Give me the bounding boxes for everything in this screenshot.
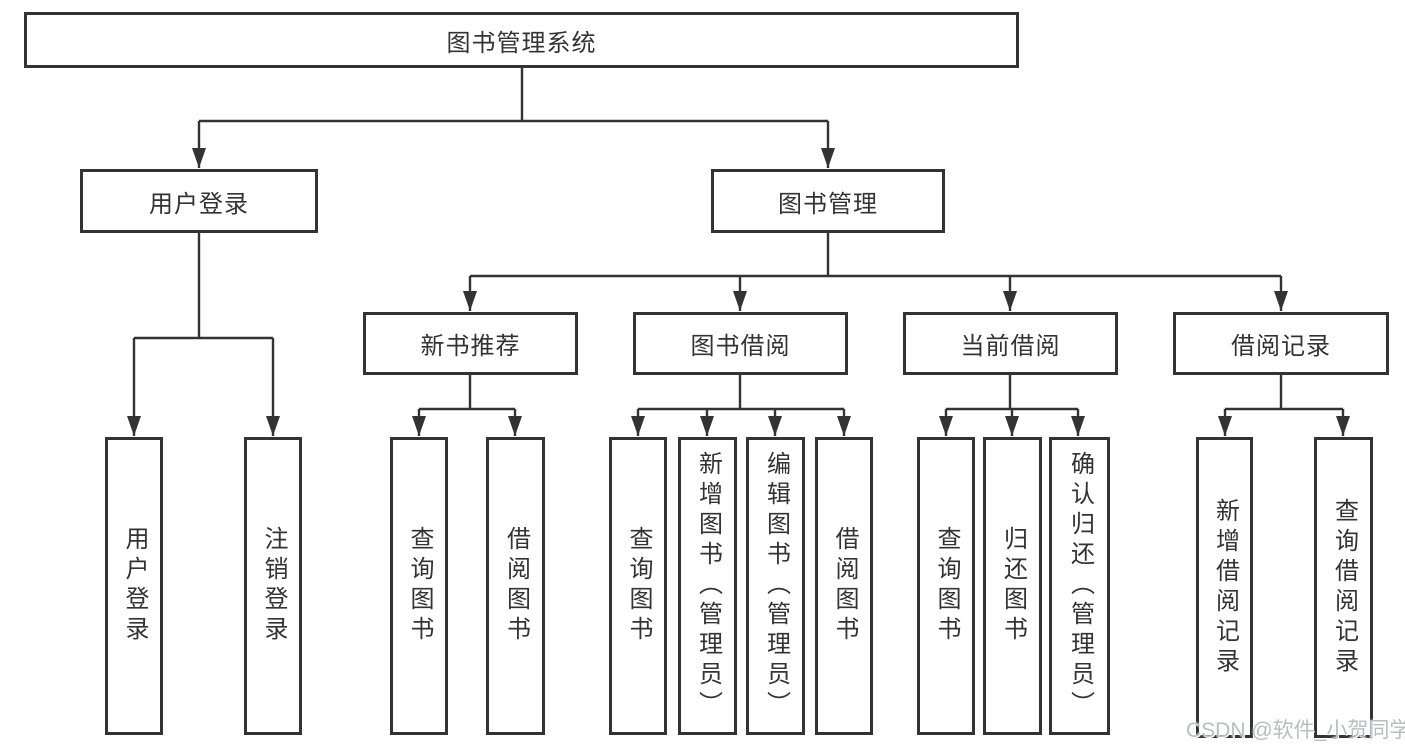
leaf-user-login: 用户登录 — [105, 437, 163, 735]
leaf-edit-books-admin-label: 编辑图书（管理员） — [762, 451, 790, 721]
node-current-borrow: 当前借阅 — [903, 312, 1118, 375]
leaf-return-books: 归还图书 — [983, 437, 1042, 735]
leaf-add-books-admin: 新增图书（管理员） — [678, 437, 737, 735]
leaf-borrow-books-recommend-label: 借阅图书 — [502, 526, 530, 646]
leaf-add-borrow-record: 新增借阅记录 — [1196, 437, 1253, 738]
leaf-query-borrow-record: 查询借阅记录 — [1314, 437, 1373, 738]
node-book-borrow-label: 图书借阅 — [690, 333, 791, 360]
leaf-query-books-borrow: 查询图书 — [609, 437, 667, 735]
node-borrow-records-label: 借阅记录 — [1231, 333, 1331, 360]
leaf-logout-login: 注销登录 — [244, 437, 302, 735]
leaf-query-borrow-record-label: 查询借阅记录 — [1330, 497, 1358, 678]
node-new-book-recommend: 新书推荐 — [363, 312, 578, 375]
leaf-borrow-books-label: 借阅图书 — [831, 526, 858, 646]
leaf-query-books-current-label: 查询图书 — [933, 526, 960, 646]
leaf-confirm-return-admin: 确认归还（管理员） — [1049, 437, 1110, 735]
leaf-query-books-borrow-label: 查询图书 — [625, 526, 652, 646]
leaf-confirm-return-admin-label: 确认归还（管理员） — [1066, 451, 1094, 721]
node-current-borrow-label: 当前借阅 — [960, 333, 1061, 360]
leaf-add-borrow-record-label: 新增借阅记录 — [1211, 497, 1239, 678]
node-borrow-records: 借阅记录 — [1173, 312, 1389, 375]
leaf-query-books-recommend: 查询图书 — [390, 437, 448, 735]
leaf-query-books-recommend-label: 查询图书 — [406, 526, 433, 646]
node-root: 图书管理系统 — [24, 12, 1019, 68]
leaf-query-books-current: 查询图书 — [917, 437, 975, 735]
leaf-edit-books-admin: 编辑图书（管理员） — [746, 437, 805, 735]
node-user-login-label: 用户登录 — [149, 190, 249, 218]
leaf-add-books-admin-label: 新增图书（管理员） — [694, 451, 722, 721]
leaf-borrow-books: 借阅图书 — [815, 437, 873, 735]
leaf-logout-login-label: 注销登录 — [260, 526, 287, 646]
leaf-user-login-label: 用户登录 — [121, 526, 148, 646]
node-root-label: 图书管理系统 — [446, 29, 597, 57]
node-book-borrow: 图书借阅 — [633, 312, 848, 375]
node-book-management: 图书管理 — [711, 169, 945, 233]
node-user-login: 用户登录 — [80, 169, 318, 233]
watermark: CSDN @软件_小贺同学 — [1186, 719, 1405, 742]
leaf-borrow-books-recommend: 借阅图书 — [486, 437, 545, 735]
node-book-management-label: 图书管理 — [778, 190, 878, 218]
leaf-return-books-label: 归还图书 — [999, 526, 1027, 646]
node-new-book-recommend-label: 新书推荐 — [420, 333, 521, 360]
